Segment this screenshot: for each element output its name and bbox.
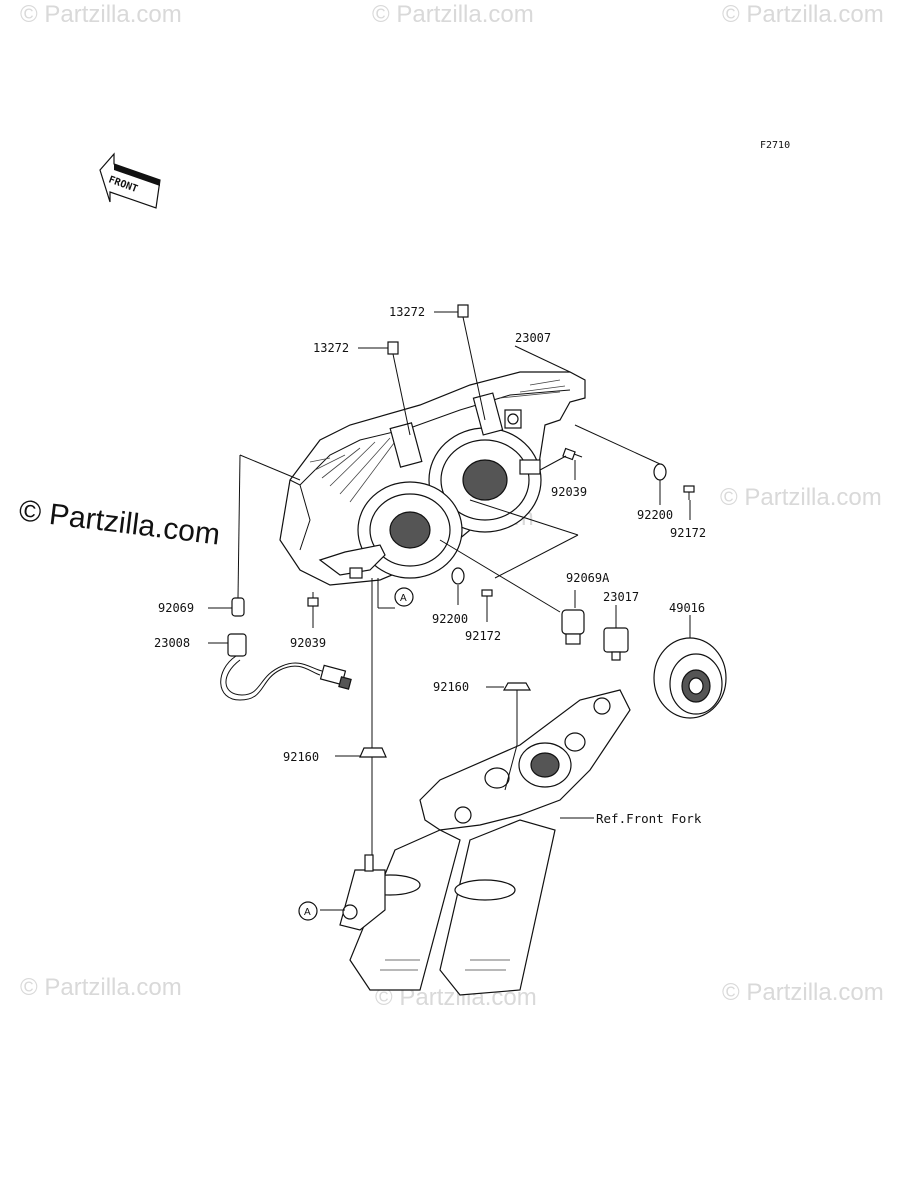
position-socket-harness bbox=[220, 633, 352, 701]
leader-lines bbox=[208, 311, 691, 911]
label-clip-lower: 13272 bbox=[313, 341, 349, 355]
label-bolt-upper-right: 92039 bbox=[551, 485, 587, 499]
label-headlamp-assy: 23007 bbox=[515, 331, 551, 345]
front-fork-assembly bbox=[339, 689, 631, 996]
grommet-right-icon bbox=[653, 463, 667, 481]
label-clip-upper: 13272 bbox=[389, 305, 425, 319]
bolt-lower-left-icon bbox=[307, 592, 319, 607]
front-arrow-icon: FRONT bbox=[99, 152, 161, 209]
screw-right-icon bbox=[683, 485, 695, 500]
rubber-cap-icon bbox=[653, 637, 727, 719]
screw-center-icon bbox=[481, 589, 493, 604]
watermark-top-center: © Partzilla.com bbox=[372, 1, 534, 28]
grommet-lower-icon bbox=[359, 747, 387, 758]
position-bulb-icon bbox=[231, 597, 245, 617]
callout-a-upper-letter: A bbox=[400, 593, 407, 604]
figure-code: F2710 bbox=[760, 140, 790, 151]
watermark-bottom-right: © Partzilla.com bbox=[722, 979, 884, 1006]
watermark-top-right: © Partzilla.com bbox=[722, 1, 884, 28]
watermark-mid-right: © Partzilla.com bbox=[720, 484, 882, 511]
label-bulb-main: 92069A bbox=[566, 571, 610, 585]
main-bulb-icon bbox=[561, 609, 585, 645]
label-bulb-position: 92069 bbox=[158, 601, 194, 615]
watermark-top-left: © Partzilla.com bbox=[20, 1, 182, 28]
label-grommet-top: 92160 bbox=[433, 680, 469, 694]
clip-upper bbox=[457, 304, 469, 318]
callout-a-lower-letter: A bbox=[304, 907, 311, 918]
label-bolt-lower-left: 92039 bbox=[290, 636, 326, 650]
label-screw-right: 92172 bbox=[670, 526, 706, 540]
label-socket-position: 23008 bbox=[154, 636, 190, 650]
grommet-top-icon bbox=[502, 682, 532, 691]
part-number-labels: 13272 13272 23007 92039 92200 92172 9206… bbox=[154, 305, 706, 826]
callout-a-upper: A bbox=[394, 587, 414, 607]
label-grommet-lower: 92160 bbox=[283, 750, 319, 764]
headlamp-assembly bbox=[279, 371, 586, 586]
label-cap-rubber: 49016 bbox=[669, 601, 705, 615]
label-socket-main: 23017 bbox=[603, 590, 639, 604]
main-socket-icon bbox=[603, 627, 629, 661]
label-grommet-right: 92200 bbox=[637, 508, 673, 522]
grommet-center-icon bbox=[451, 567, 465, 585]
bolt-upper-right-icon bbox=[562, 447, 583, 461]
clip-lower bbox=[387, 341, 399, 355]
watermark-large-left: © Partzilla.com bbox=[17, 494, 222, 551]
callout-a-lower: A bbox=[298, 901, 318, 921]
label-grommet-center: 92200 bbox=[432, 612, 468, 626]
label-reference-front-fork: Ref.Front Fork bbox=[596, 811, 702, 826]
watermark-bottom-left: © Partzilla.com bbox=[20, 974, 182, 1001]
label-screw-center: 92172 bbox=[465, 629, 501, 643]
